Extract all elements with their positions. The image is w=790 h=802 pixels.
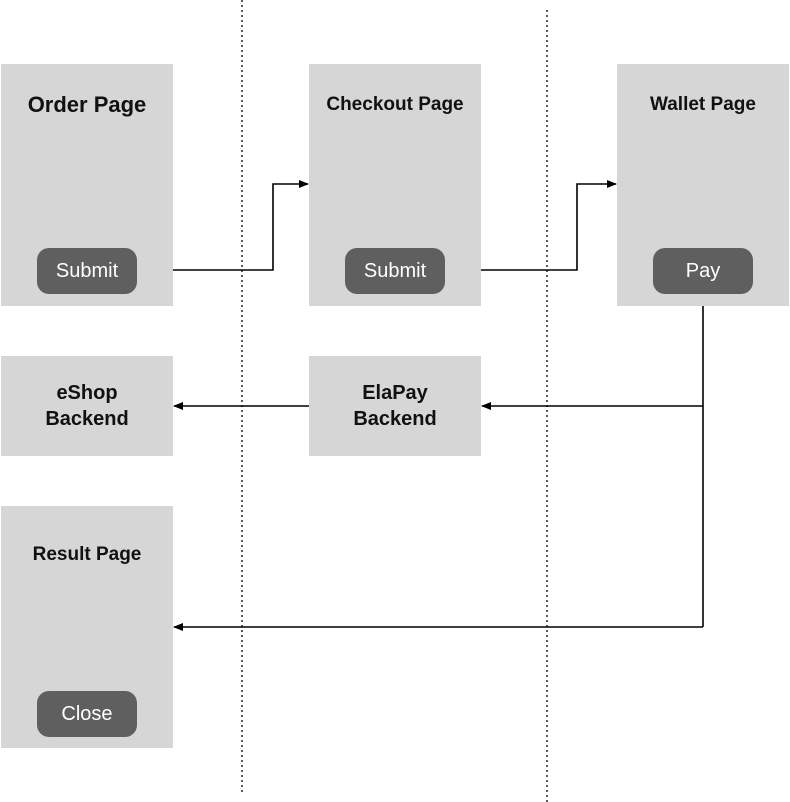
eshop-backend-line2: Backend	[45, 408, 129, 430]
arrow-order-to-checkout	[137, 180, 309, 271]
result-page-box: Result Page Close	[1, 506, 173, 748]
wallet-page-box: Wallet Page Pay	[617, 64, 789, 306]
eshop-backend-line1: eShop	[56, 382, 118, 404]
checkout-page-box: Checkout Page Submit	[309, 64, 481, 306]
result-close-button[interactable]: Close	[37, 691, 137, 737]
wallet-page-title: Wallet Page	[650, 94, 756, 115]
order-submit-button[interactable]: Submit	[37, 248, 137, 294]
eshop-backend-label: eShop Backend	[1, 356, 173, 456]
arrow-checkout-to-wallet	[445, 180, 617, 271]
order-page-title: Order Page	[27, 92, 147, 117]
elapay-backend-line2: Backend	[353, 408, 437, 430]
order-page-box: Order Page Submit	[1, 64, 173, 306]
elapay-backend-line1: ElaPay	[362, 382, 428, 404]
result-page-title: Result Page	[32, 544, 142, 565]
checkout-page-title: Checkout Page	[326, 94, 464, 115]
elapay-backend-box: ElaPay Backend	[309, 356, 481, 456]
elapay-backend-label: ElaPay Backend	[309, 356, 481, 456]
checkout-submit-button[interactable]: Submit	[345, 248, 445, 294]
eshop-backend-box: eShop Backend	[1, 356, 173, 456]
wallet-pay-button[interactable]: Pay	[653, 248, 753, 294]
